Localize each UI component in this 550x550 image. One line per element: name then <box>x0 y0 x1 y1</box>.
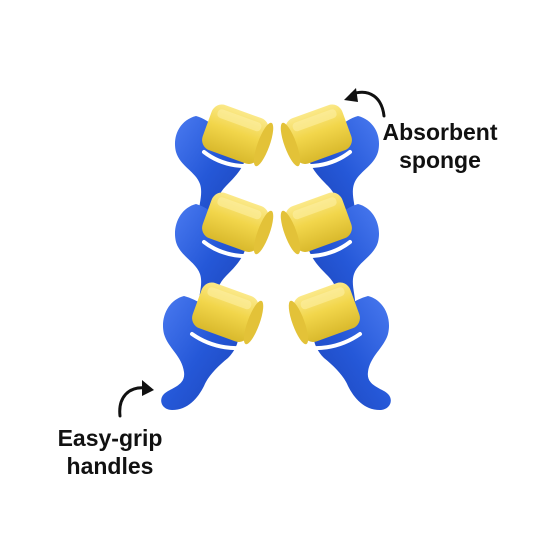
absorbent-line-2: sponge <box>399 147 481 173</box>
curved-arrow-icon <box>118 380 154 418</box>
roller-right-1 <box>280 104 380 220</box>
easygrip-line-2: handles <box>66 453 154 479</box>
roller-right-2 <box>280 192 380 310</box>
roller-left-3 <box>161 282 264 410</box>
roller-left-1 <box>174 104 274 220</box>
roller-left-2 <box>174 192 274 310</box>
roller-right-3 <box>288 282 391 410</box>
absorbent-line-1: Absorbent <box>382 119 498 145</box>
absorbent-sponge-label: Absorbent sponge <box>370 118 510 174</box>
easy-grip-handles-label: Easy-grip handles <box>48 424 172 480</box>
easygrip-line-1: Easy-grip <box>57 425 163 451</box>
curved-arrow-icon <box>344 88 386 118</box>
